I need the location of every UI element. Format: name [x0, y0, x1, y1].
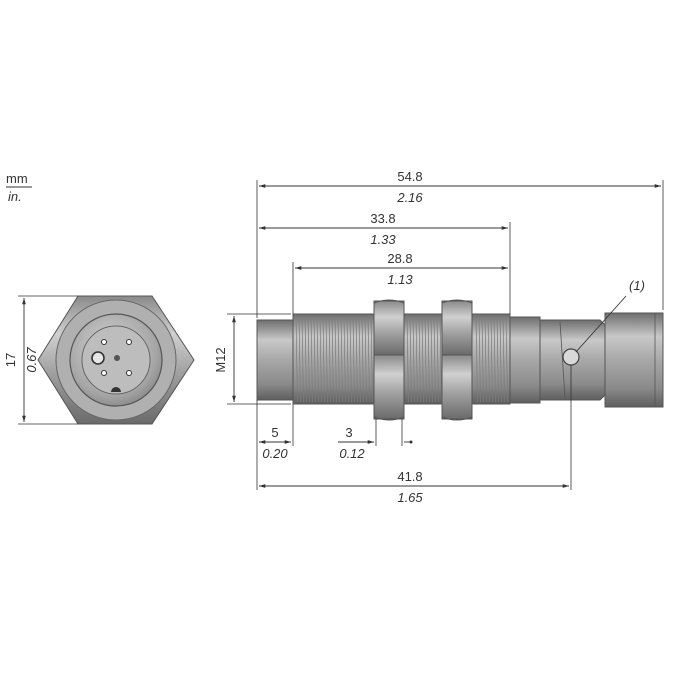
- dim-3-mm: 3: [345, 425, 352, 440]
- thread-line: [301, 315, 304, 403]
- thread-line: [478, 315, 481, 403]
- rear-collar: [509, 316, 541, 404]
- dimension-body: 33.8 1.33: [259, 211, 511, 314]
- dim-17-mm: 17: [3, 353, 18, 367]
- thread-line: [361, 315, 364, 403]
- key-notch: [111, 387, 121, 392]
- dim-m12: M12: [213, 347, 228, 372]
- thread-line: [418, 315, 421, 403]
- thread-line: [424, 315, 427, 403]
- unit-mm: mm: [6, 171, 28, 186]
- thread-line: [316, 315, 319, 403]
- thread-line: [409, 315, 412, 403]
- dim-28-8-in: 1.13: [387, 272, 413, 287]
- dim-33-8-mm: 33.8: [370, 211, 395, 226]
- thread-line: [298, 315, 301, 403]
- connector-end: [604, 312, 664, 408]
- callout-led-label: (1): [629, 278, 645, 293]
- dimension-across-flats: 17 0.67: [3, 295, 78, 425]
- thread-line: [337, 315, 340, 403]
- dimension-nut: 3 0.12: [338, 419, 413, 461]
- front-view: [37, 295, 195, 425]
- thread-line: [352, 315, 355, 403]
- thread-line: [355, 315, 358, 403]
- thread-line: [433, 315, 436, 403]
- dim-33-8-in: 1.33: [370, 232, 396, 247]
- thread-line: [499, 315, 502, 403]
- units-legend: mm in.: [6, 171, 32, 204]
- thread-line: [319, 315, 322, 403]
- dimension-overall: 54.8 2.16: [256, 169, 664, 318]
- dim-3-in: 0.12: [339, 446, 365, 461]
- thread-line: [439, 315, 442, 403]
- thread-line: [364, 315, 367, 403]
- thread-line: [331, 315, 334, 403]
- thread-line: [325, 315, 328, 403]
- thread-line: [505, 315, 508, 403]
- pin-large: [91, 351, 105, 365]
- thread-line: [295, 315, 298, 403]
- thread-line: [493, 315, 496, 403]
- thread-line: [367, 315, 370, 403]
- thread-line: [490, 315, 493, 403]
- thread-line: [430, 315, 433, 403]
- thread-line: [502, 315, 505, 403]
- pin-2: [126, 339, 132, 345]
- dimension-front-face: 5 0.20: [256, 400, 294, 490]
- thread-line: [358, 315, 361, 403]
- center-pin: [114, 355, 120, 361]
- dim-41-8-mm: 41.8: [397, 469, 422, 484]
- pin-1: [101, 339, 107, 345]
- thread-line: [334, 315, 337, 403]
- thread-lines: [295, 315, 508, 403]
- thread-line: [304, 315, 307, 403]
- thread-line: [328, 315, 331, 403]
- pin-4: [101, 370, 107, 376]
- dim-54-8-in: 2.16: [396, 190, 423, 205]
- thread-line: [427, 315, 430, 403]
- thread-line: [349, 315, 352, 403]
- dimension-led: 41.8 1.65: [259, 365, 572, 505]
- front-face-cylinder: [256, 319, 295, 401]
- thread-line: [484, 315, 487, 403]
- thread-line: [343, 315, 346, 403]
- thread-line: [487, 315, 490, 403]
- dim-5-mm: 5: [271, 425, 278, 440]
- unit-inch: in.: [8, 189, 22, 204]
- thread-line: [346, 315, 349, 403]
- thread-line: [307, 315, 310, 403]
- side-view: [256, 299, 664, 421]
- thread-line: [481, 315, 484, 403]
- thread-line: [370, 315, 373, 403]
- dimension-thread-size: M12: [213, 313, 291, 405]
- thread-line: [436, 315, 439, 403]
- thread-line: [415, 315, 418, 403]
- thread-line: [313, 315, 316, 403]
- dim-17-in: 0.67: [24, 347, 39, 373]
- thread-line: [412, 315, 415, 403]
- dim-54-8-mm: 54.8: [397, 169, 422, 184]
- thread-line: [421, 315, 424, 403]
- thread-line: [310, 315, 313, 403]
- dim-41-8-in: 1.65: [397, 490, 423, 505]
- dim-5-in: 0.20: [262, 446, 288, 461]
- dim-28-8-mm: 28.8: [387, 251, 412, 266]
- led-callout: (1): [575, 278, 645, 353]
- thread-line: [322, 315, 325, 403]
- nut-2: [441, 299, 473, 421]
- dimension-thread: 28.8 1.13: [292, 251, 508, 314]
- pin-3: [126, 370, 132, 376]
- thread-line: [496, 315, 499, 403]
- thread-line: [475, 315, 478, 403]
- thread-line: [406, 315, 409, 403]
- thread-line: [340, 315, 343, 403]
- nut-1: [373, 299, 405, 421]
